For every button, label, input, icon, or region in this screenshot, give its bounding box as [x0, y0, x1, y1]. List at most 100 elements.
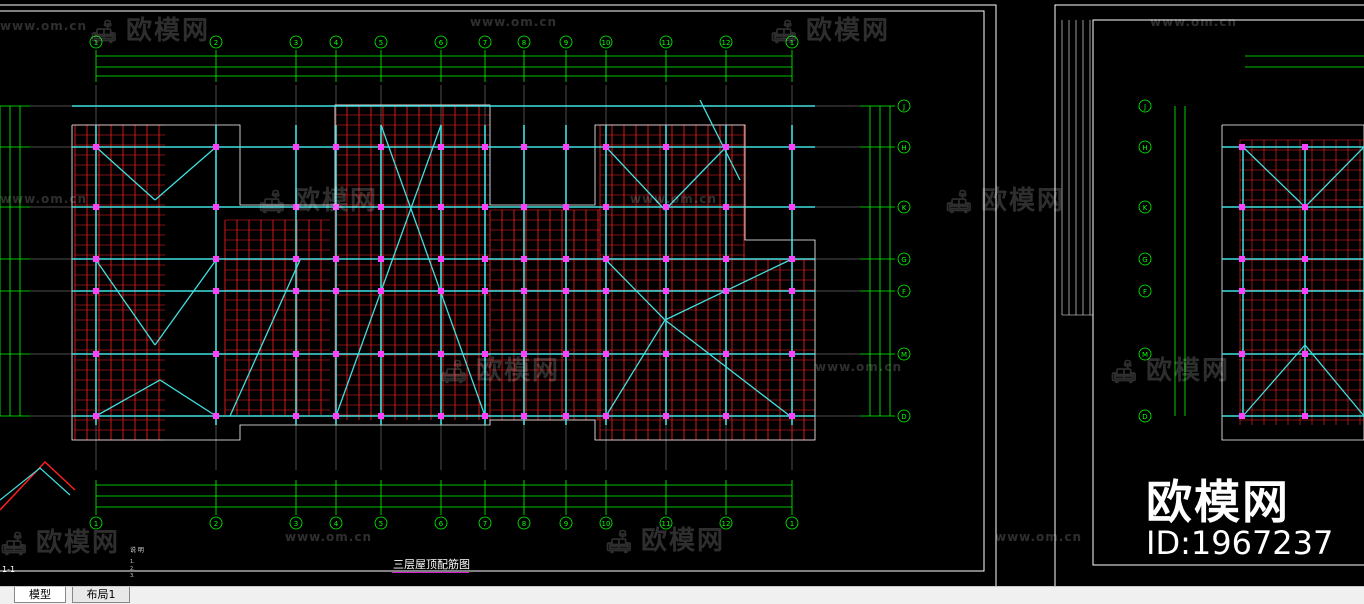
- axis-number: 1: [94, 520, 98, 528]
- column: [482, 144, 488, 150]
- notes-title: 说 明: [130, 547, 144, 554]
- column: [789, 288, 795, 294]
- axis-bubble: [1138, 200, 1152, 214]
- column: [663, 413, 669, 419]
- axis-bubble: [329, 516, 343, 530]
- hip-beam: [605, 146, 666, 211]
- axis-bubble: [478, 35, 492, 49]
- axis-letter: G: [901, 256, 906, 264]
- hip-beam: [699, 99, 741, 181]
- watermark-brand-large: 欧模网: [1146, 475, 1290, 529]
- column: [293, 256, 299, 262]
- tab-model[interactable]: 模型: [14, 587, 66, 603]
- column: [521, 256, 527, 262]
- axis-number: 12: [722, 39, 731, 47]
- column: [1302, 351, 1308, 357]
- column: [378, 288, 384, 294]
- column: [521, 204, 527, 210]
- column: [663, 204, 669, 210]
- axis-bubble: [897, 409, 911, 423]
- hip-beam: [1304, 146, 1364, 208]
- hip-beam: [154, 146, 217, 201]
- axis-bubble: [289, 516, 303, 530]
- column: [723, 351, 729, 357]
- column: [293, 144, 299, 150]
- watermark-id: ID:1967237: [1146, 524, 1334, 562]
- axis-number: 11: [662, 39, 671, 47]
- column: [93, 413, 99, 419]
- axis-number: 8: [522, 520, 526, 528]
- column: [563, 144, 569, 150]
- hip-beam: [95, 259, 156, 346]
- column: [1302, 288, 1308, 294]
- axis-bubble: [89, 516, 103, 530]
- cad-drawing[interactable]: 11223344556677889910101111121211JHKGFMDJ…: [0, 0, 1364, 586]
- axis-number: 6: [439, 520, 444, 528]
- column: [1239, 413, 1245, 419]
- axis-number: 8: [522, 39, 526, 47]
- section-mark: 1-1: [2, 565, 15, 574]
- axis-bubble: [897, 284, 911, 298]
- axis-number: 1: [94, 39, 98, 47]
- axis-bubble: [1138, 252, 1152, 266]
- column: [1302, 204, 1308, 210]
- column: [723, 288, 729, 294]
- axis-letter: M: [901, 351, 907, 359]
- axis-number: 11: [662, 520, 671, 528]
- axis-number: 9: [564, 39, 568, 47]
- axis-letter: D: [901, 413, 906, 421]
- drawing-title: 三层屋顶配筋图: [393, 558, 470, 571]
- column: [521, 413, 527, 419]
- column: [521, 144, 527, 150]
- hip-beam: [335, 124, 442, 417]
- hip-beam: [95, 146, 156, 201]
- note-line: 3.: [130, 573, 135, 579]
- column: [482, 256, 488, 262]
- column: [1239, 351, 1245, 357]
- column: [213, 204, 219, 210]
- axis-letter: G: [1142, 256, 1147, 264]
- column: [482, 413, 488, 419]
- column: [521, 351, 527, 357]
- column: [378, 351, 384, 357]
- axis-bubble: [374, 516, 388, 530]
- column: [438, 204, 444, 210]
- column: [333, 288, 339, 294]
- column: [1239, 204, 1245, 210]
- axis-number: 1: [790, 520, 794, 528]
- axis-number: 2: [214, 520, 218, 528]
- column: [1239, 144, 1245, 150]
- axis-bubble: [897, 140, 911, 154]
- axis-number: 10: [602, 39, 611, 47]
- hip-beam: [380, 124, 486, 417]
- column: [93, 351, 99, 357]
- axis-bubble: [897, 200, 911, 214]
- column: [563, 351, 569, 357]
- sheet-inner-frame: [1092, 19, 1364, 566]
- column: [378, 204, 384, 210]
- tab-layout1[interactable]: 布局1: [72, 587, 130, 603]
- column: [293, 413, 299, 419]
- column: [438, 413, 444, 419]
- axis-bubble: [209, 35, 223, 49]
- column: [663, 256, 669, 262]
- hip-beam: [95, 379, 161, 417]
- column: [789, 351, 795, 357]
- column: [603, 413, 609, 419]
- axis-letter: D: [1142, 413, 1147, 421]
- column: [213, 351, 219, 357]
- column: [789, 144, 795, 150]
- column: [213, 144, 219, 150]
- column: [1239, 288, 1245, 294]
- column: [663, 144, 669, 150]
- column: [93, 288, 99, 294]
- column: [1239, 256, 1245, 262]
- column: [723, 144, 729, 150]
- axis-bubble: [434, 516, 448, 530]
- axis-bubble: [517, 35, 531, 49]
- column: [293, 204, 299, 210]
- axis-letter: K: [902, 204, 907, 212]
- hip-beam: [159, 379, 217, 417]
- column: [789, 413, 795, 419]
